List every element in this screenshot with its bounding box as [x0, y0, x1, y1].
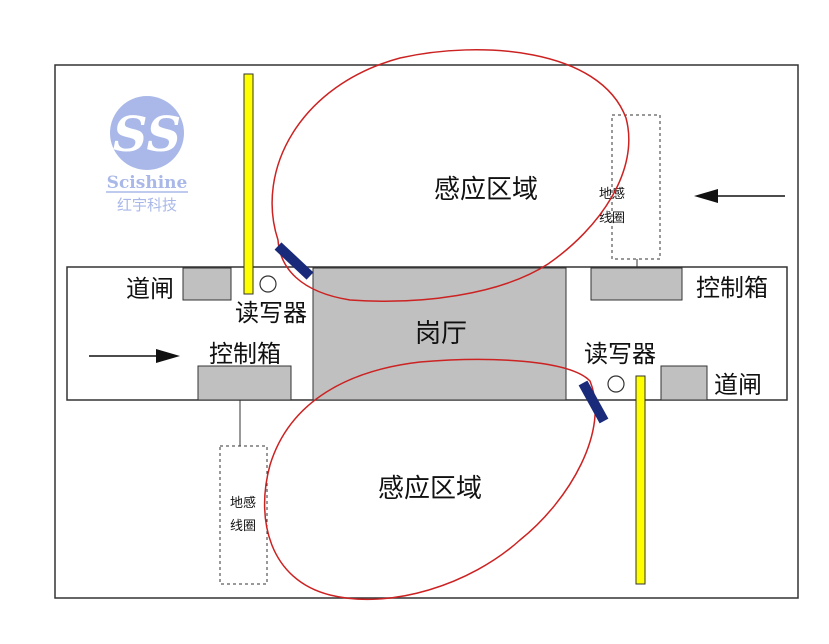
- bottom-control-box-label: 控制箱: [209, 340, 281, 368]
- bottom-reader-label: 读写器: [584, 340, 656, 368]
- svg-text:SS: SS: [113, 107, 181, 163]
- bottom-barrier-arm: [635, 375, 646, 585]
- top-loop-coil: [611, 114, 661, 260]
- top-control-box-label: 控制箱: [696, 274, 768, 302]
- bottom-sensing-zone: [263, 358, 596, 601]
- top-barrier-arm: [243, 73, 254, 295]
- top-sensing-zone: [271, 49, 630, 302]
- top-reader-label: 读写器: [235, 299, 307, 327]
- top-loop-label-1: 地感: [599, 186, 625, 202]
- booth-label: 岗厅: [415, 319, 467, 349]
- top-zone-label: 感应区域: [434, 175, 538, 205]
- exit-arrow-head-right: [156, 349, 180, 363]
- bottom-loop-label-1: 地感: [230, 495, 256, 511]
- top-control-box: [590, 267, 683, 301]
- bottom-pivot-circle: [607, 375, 625, 393]
- left-gate-box: [182, 267, 232, 301]
- entry-arrow-head-left: [694, 189, 718, 203]
- top-loop-label-2: 线圈: [599, 211, 625, 226]
- bottom-loop-coil: [219, 445, 268, 585]
- bottom-reader-antenna: [578, 380, 609, 424]
- right-gate-label: 道闸: [714, 371, 762, 399]
- bottom-zone-label: 感应区域: [378, 474, 482, 504]
- logo-brand-cn: 红宇科技: [117, 196, 177, 214]
- bottom-loop-label-2: 线圈: [230, 519, 256, 534]
- right-gate-box: [660, 365, 708, 401]
- logo-brand-en: Scishine: [107, 173, 188, 193]
- top-reader-antenna: [274, 242, 314, 280]
- bottom-control-box: [197, 365, 292, 401]
- scishine-logo-icon: SS: [110, 96, 184, 170]
- left-gate-label: 道闸: [126, 275, 174, 303]
- top-pivot-circle: [259, 275, 277, 293]
